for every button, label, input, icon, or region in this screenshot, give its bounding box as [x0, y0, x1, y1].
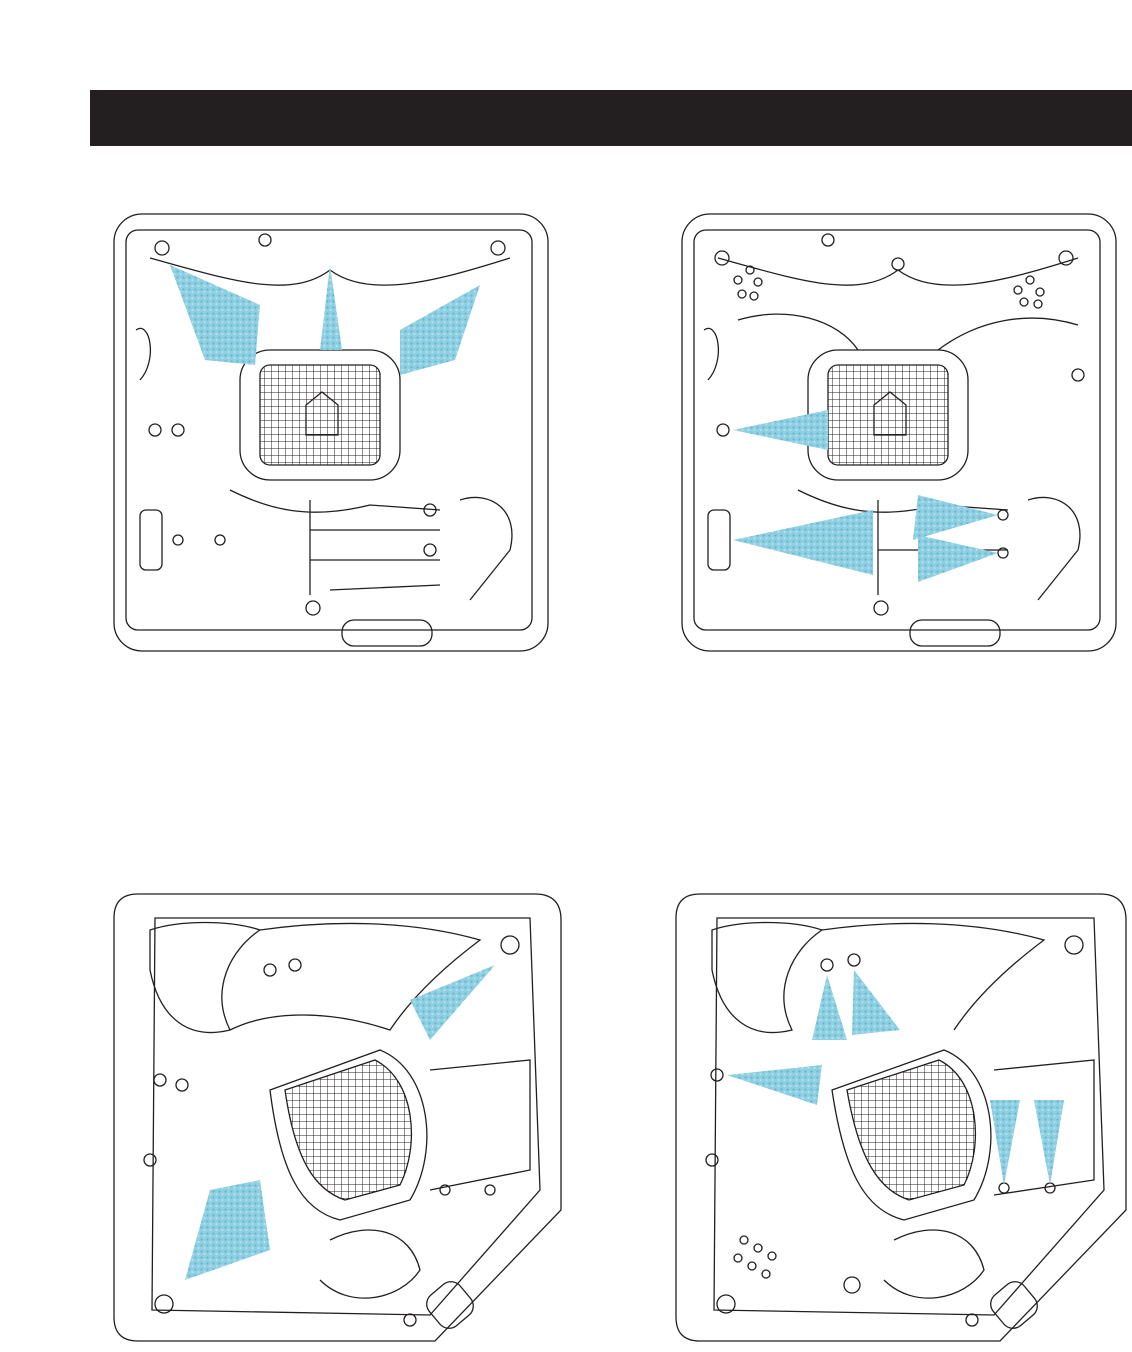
pillow [708, 510, 730, 570]
spa-diagram-corner-five-jets [672, 890, 1130, 1345]
steps [460, 497, 512, 600]
spray-plume [185, 1180, 270, 1280]
spray-plume [1034, 1100, 1064, 1185]
spray-plume [170, 265, 260, 365]
spray-plume [733, 410, 828, 450]
steps [320, 1230, 420, 1298]
spa-diagram-square-top-jets [110, 210, 552, 655]
corner-jet-icon [501, 936, 519, 954]
filter-grid [285, 1060, 411, 1200]
spray-plume [913, 495, 998, 540]
lounge-seat [310, 500, 440, 595]
spa-diagram-square-side-jets [678, 210, 1120, 655]
section-header-bar [90, 90, 1132, 146]
spray-plume [733, 510, 873, 575]
steps [884, 1230, 984, 1298]
spray-plume [812, 975, 847, 1040]
lounge-seat [430, 1060, 530, 1190]
spray-plume [400, 285, 480, 375]
corner-jet-icon [491, 241, 505, 255]
pillow [140, 510, 162, 570]
spray-plume [918, 535, 998, 582]
spray-plume [727, 1065, 822, 1105]
spray-plume [320, 265, 342, 350]
steps [1028, 497, 1080, 600]
lounge-arm [136, 328, 150, 380]
filter-grid [847, 1060, 975, 1200]
corner-jet-icon [155, 241, 169, 255]
filter-grid [260, 365, 380, 465]
spray-plume [990, 1100, 1020, 1185]
control-panel [910, 620, 1000, 646]
spa-diagram-corner-two-jets [110, 890, 565, 1345]
corner-jet-icon [1065, 936, 1083, 954]
spray-plume [852, 970, 900, 1035]
spray-plume [410, 965, 495, 1040]
filter-grid [828, 365, 948, 465]
control-panel [342, 620, 432, 646]
control-panel [986, 1277, 1042, 1333]
